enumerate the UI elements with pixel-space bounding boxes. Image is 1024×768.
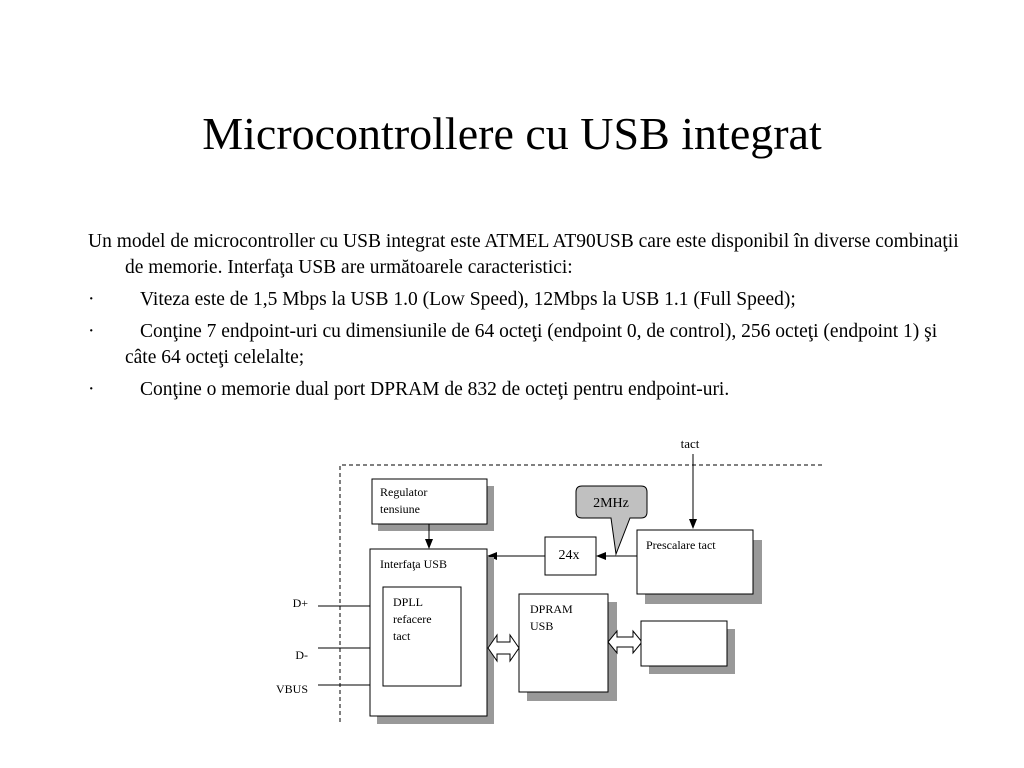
regulator-box: [371, 478, 488, 525]
page-title: Microcontrollere cu USB integrat: [202, 108, 822, 159]
prescaler-box: [636, 529, 754, 595]
bullet-marker: ·: [88, 289, 95, 310]
usb-interface-label: Interfaţa USB: [380, 557, 447, 571]
bullet-marker: ·: [88, 379, 95, 400]
bullet-item: · Conţine 7 endpoint-uri cu dimensiunile …: [88, 319, 968, 371]
freq-callout: [575, 485, 648, 556]
bullet-item: · Conţine o memorie dual port DPRAM de 83…: [88, 377, 968, 403]
dpram-label-line2: USB: [530, 619, 553, 633]
dpll-label-line1: DPLL: [393, 595, 423, 609]
slide-body: Un model de microcontroller cu USB integ…: [88, 229, 968, 409]
tact-label: tact: [681, 436, 700, 451]
bullet-item: · Viteza este de 1,5 Mbps la USB 1.0 (Low…: [88, 287, 968, 313]
dplus-label: D+: [293, 596, 309, 610]
chip-boundary: [339, 464, 822, 722]
dpll-box: [382, 586, 462, 687]
vbus-label: VBUS: [276, 682, 308, 696]
dpll-label-line2: refacere: [393, 612, 432, 626]
regulator-label-line1: Regulator: [380, 485, 427, 499]
bullet-text: Viteza este de 1,5 Mbps la USB 1.0 (Low …: [140, 289, 796, 310]
multiplier-label: 24x: [559, 548, 580, 563]
bullet-marker: ·: [88, 321, 95, 342]
unlabeled-block: [640, 620, 728, 667]
prescaler-label: Prescalare tact: [646, 538, 716, 552]
bullet-text: Conţine 7 endpoint-uri cu dimensiunile d…: [125, 321, 938, 368]
regulator-label-line2: tensiune: [380, 502, 420, 516]
intro-paragraph: Un model de microcontroller cu USB integ…: [88, 231, 959, 278]
dpram-label-line1: DPRAM: [530, 602, 573, 616]
bullet-text: Conţine o memorie dual port DPRAM de 832…: [140, 379, 730, 400]
dpram-box: [518, 593, 609, 693]
dminus-label: D-: [295, 648, 308, 662]
freq-callout-label: 2MHz: [593, 496, 629, 511]
dpll-label-line3: tact: [393, 629, 411, 643]
